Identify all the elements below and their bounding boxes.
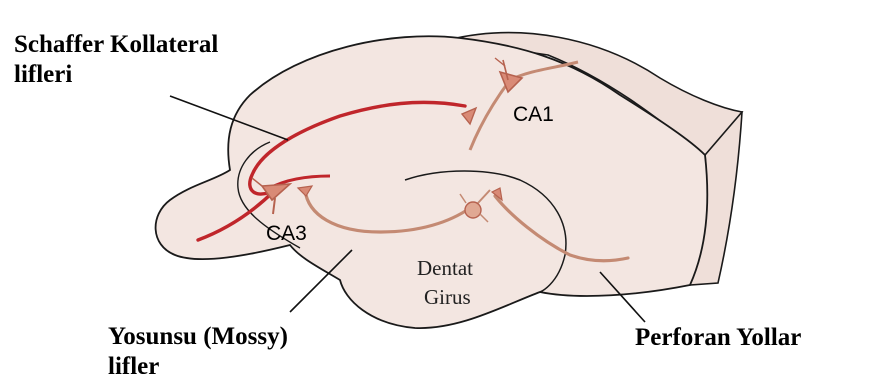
mossy-label-line2: lifler xyxy=(108,353,159,380)
dentate-label-line2: Girus xyxy=(424,285,471,309)
dentate-label-line1: Dentat xyxy=(417,256,473,280)
ca1-label: CA1 xyxy=(513,103,554,126)
mossy-label-line1: Yosunsu (Mossy) xyxy=(108,323,288,350)
ca3-label: CA3 xyxy=(266,222,307,245)
perforant-label: Perforan Yollar xyxy=(635,324,801,351)
schaffer-label-line2: lifleri xyxy=(14,61,72,88)
schaffer-label-line1: Schaffer Kollateral xyxy=(14,31,218,58)
